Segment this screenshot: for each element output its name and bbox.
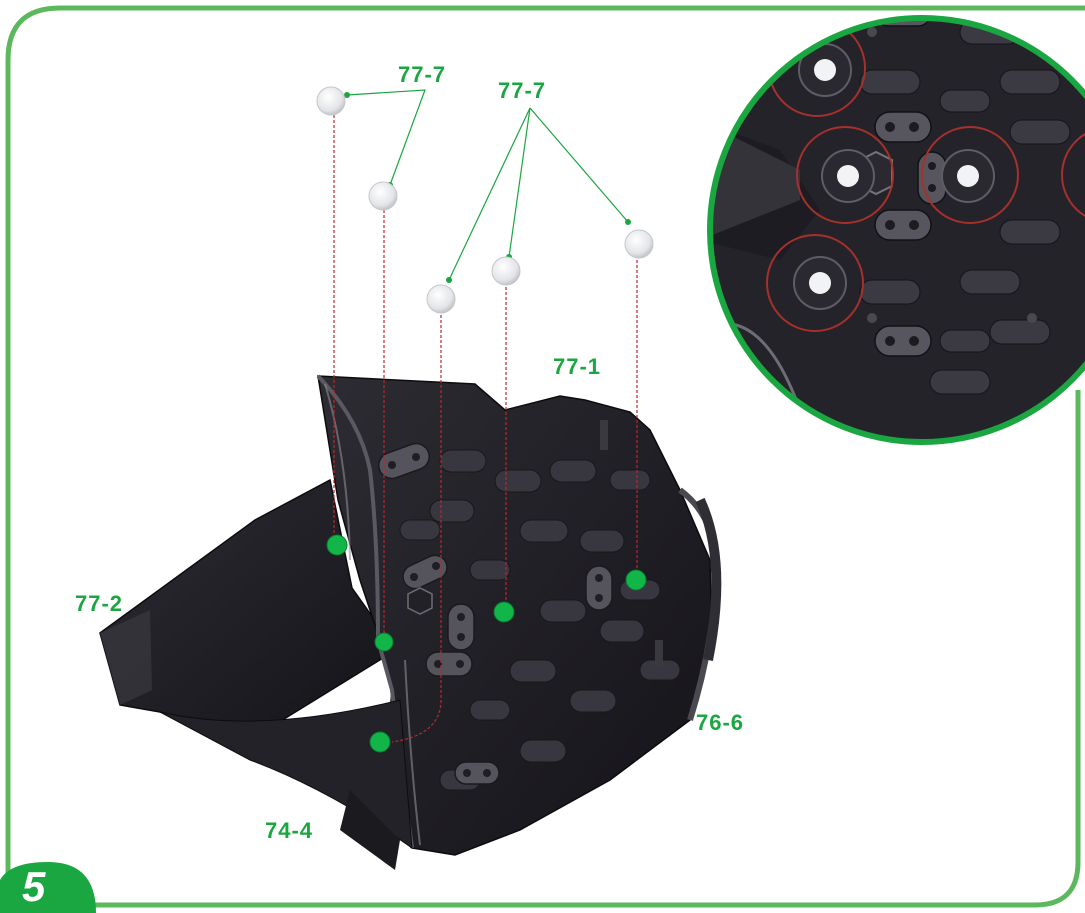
highlight-circle — [766, 234, 864, 332]
main-shell-part — [99, 374, 722, 870]
zoom-ring — [707, 15, 1085, 445]
round-pin-icon — [624, 229, 654, 259]
label-74-4: 74-4 — [265, 818, 314, 843]
green-dot-icon — [625, 569, 647, 591]
highlight-circle — [796, 126, 894, 224]
label-76-6: 76-6 — [696, 710, 745, 735]
label-77-2: 77-2 — [75, 591, 124, 616]
step-number-tab — [0, 862, 96, 913]
green-dot-icon — [326, 534, 348, 556]
green-dot-icon — [493, 601, 515, 623]
green-dot-icon — [369, 731, 391, 753]
zoom-detail — [707, 15, 1085, 445]
label-77-7-right: 77-7 — [498, 78, 547, 103]
round-pin-icon — [368, 181, 398, 211]
round-pin-icon — [491, 256, 521, 286]
label-77-1: 77-1 — [553, 354, 602, 379]
highlight-circle — [921, 126, 1019, 224]
highlight-circle — [1061, 126, 1085, 224]
step-number: 5 — [22, 863, 46, 910]
guide-lines — [333, 110, 638, 743]
leader-lines — [346, 89, 629, 281]
round-pin-icon — [316, 86, 346, 116]
green-dot-icon — [374, 632, 394, 652]
pin-group — [316, 86, 654, 314]
marker-group — [326, 534, 647, 753]
step-frame — [5, 5, 1085, 880]
round-pin-icon — [426, 284, 456, 314]
label-77-7-left: 77-7 — [398, 62, 447, 87]
